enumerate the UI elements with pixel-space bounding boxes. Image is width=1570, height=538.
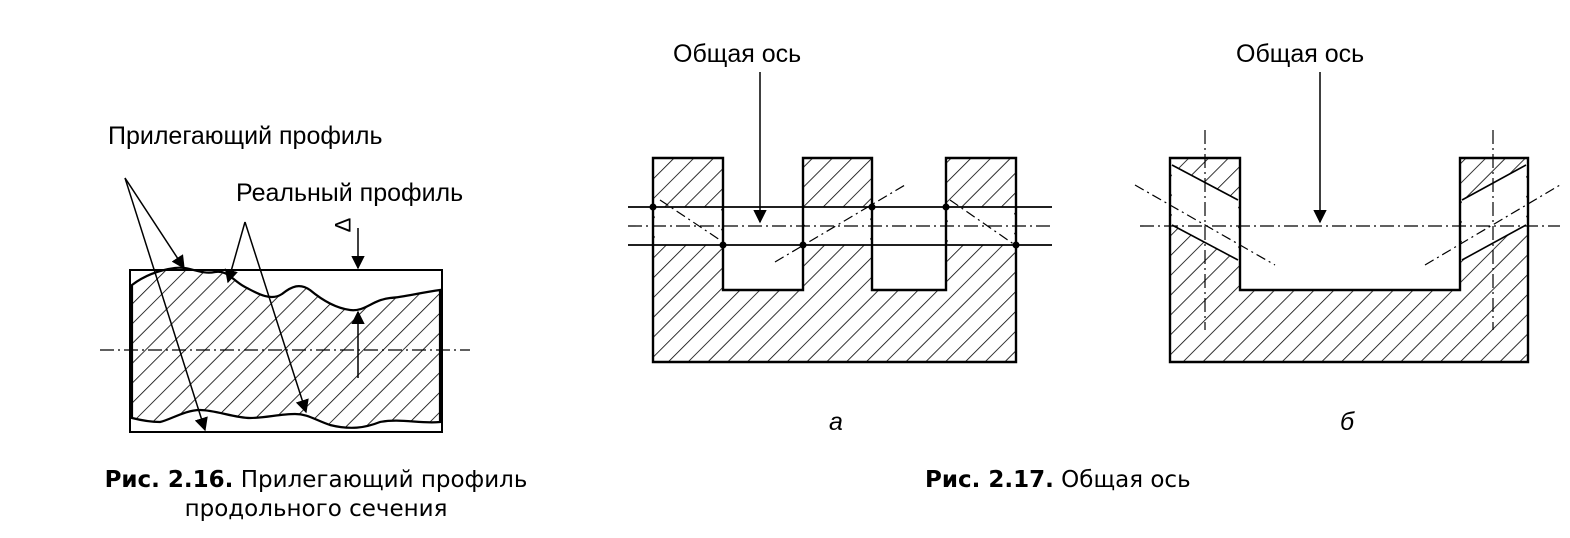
- comb-part-a: [651, 156, 1018, 364]
- u-part-b: [1168, 156, 1530, 364]
- caption-fig-2-17: Рис. 2.17. Общая ось: [925, 466, 1191, 495]
- label-common-axis-a: Общая ось: [673, 40, 802, 68]
- sublabel-b: б: [1340, 408, 1355, 436]
- caption-fig-2-16: Рис. 2.16. Прилегающий профиль продольно…: [52, 466, 580, 525]
- caption-fig-2-16-line2: продольного сечения: [184, 496, 448, 523]
- caption-fig-2-17-text: Общая ось: [1061, 467, 1191, 493]
- label-adjacent-profile: Прилегающий профиль: [108, 122, 383, 150]
- leader-adjacent-2: [124, 177, 208, 432]
- leader-real-1: [224, 221, 246, 284]
- label-real-profile: Реальный профиль: [236, 179, 464, 207]
- caption-fig-2-16-line1: Прилегающий профиль: [240, 467, 528, 493]
- leader-real-2: [244, 221, 309, 414]
- label-delta: Δ: [330, 217, 356, 233]
- caption-fig-2-16-number: Рис. 2.16.: [104, 467, 234, 493]
- label-common-axis-b: Общая ось: [1236, 40, 1365, 68]
- leader-adjacent-1: [124, 177, 185, 270]
- fig-2-17a-drawing: [628, 72, 1052, 364]
- section-frame: [129, 269, 443, 433]
- fig-2-16-drawing: [100, 177, 470, 433]
- sublabel-a: а: [829, 408, 843, 436]
- fig-2-17b-drawing: [1134, 72, 1561, 364]
- caption-fig-2-17-number: Рис. 2.17.: [925, 467, 1054, 493]
